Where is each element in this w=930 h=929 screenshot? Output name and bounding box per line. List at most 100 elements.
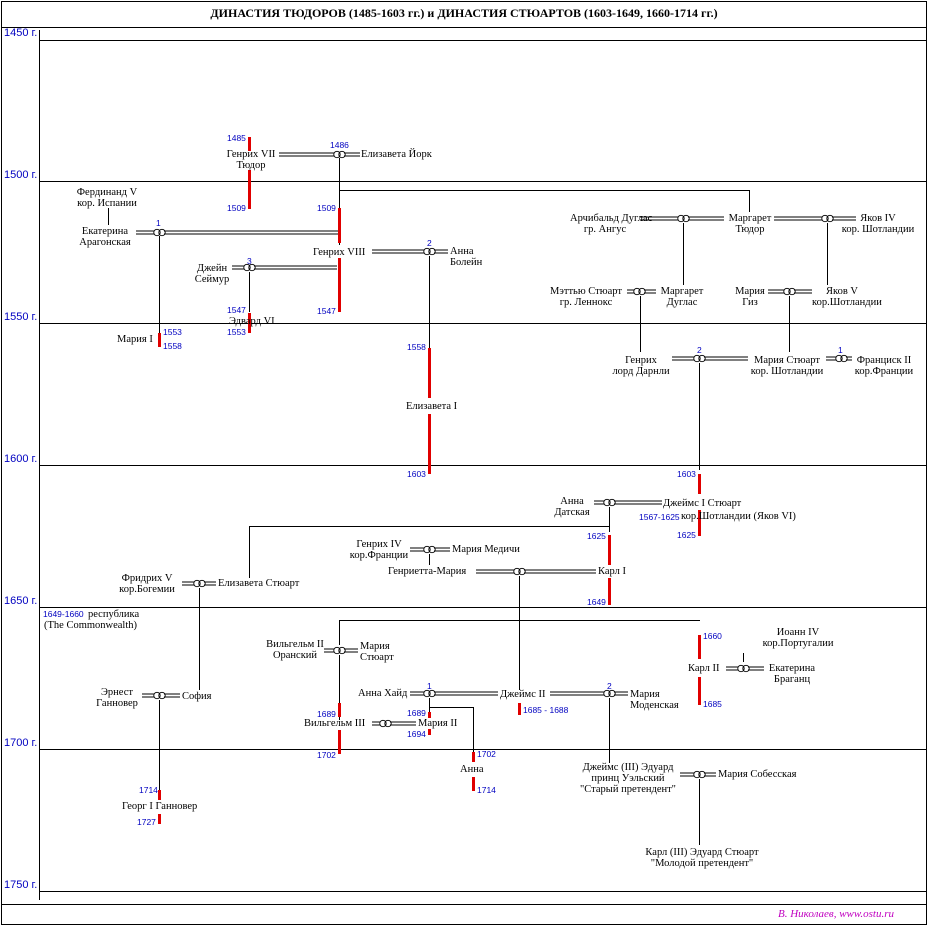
reign-bar [472, 752, 475, 762]
reign-bar [248, 137, 251, 151]
reign-bar [428, 348, 431, 398]
person-maria-sobieska[interactable]: Мария Собесская [718, 769, 797, 780]
person-henrietta-maria[interactable]: Генриетта-Мария [388, 566, 467, 577]
person-mary-ii[interactable]: Мария II [418, 718, 458, 729]
reign-bar [158, 333, 161, 347]
date-label: 1509 [317, 203, 336, 213]
reign-bar [698, 677, 701, 705]
person-william-iii[interactable]: Вильгельм III [304, 718, 366, 729]
person-anne-hyde[interactable]: Анна Хайд [358, 688, 408, 699]
reign-bar [608, 578, 611, 605]
person-anne[interactable]: Анна [460, 764, 484, 775]
reign-bar [248, 313, 251, 333]
person-james-ii[interactable]: Джеймс II [500, 689, 546, 700]
republic-subtitle: (The Commonwealth) [44, 620, 138, 631]
reign-bar [608, 535, 611, 565]
reign-bar [428, 729, 431, 735]
person-elizabeth-i[interactable]: Елизавета I [406, 401, 458, 412]
reign-bar [338, 258, 341, 312]
reign-bar [428, 414, 431, 474]
date-label: 1727 [137, 817, 156, 827]
marriage-number: 1 [156, 218, 161, 228]
marriage-number: 3 [247, 256, 252, 266]
marriage-number: 1 [427, 681, 432, 691]
date-label: 1694 [407, 729, 426, 739]
person-george-i[interactable]: Георг I Ганновер [122, 801, 198, 812]
footer-divider [1, 904, 927, 905]
marriage-number: 1 [838, 345, 843, 355]
date-label: 1558 [163, 341, 182, 351]
reign-bar [518, 703, 521, 715]
date-label: 1689 [317, 709, 336, 719]
person-edward-vi[interactable]: Эдвард VI [229, 316, 275, 327]
date-label: 1553 [227, 327, 246, 337]
reign-bar [428, 712, 431, 718]
date-label: 1558 [407, 342, 426, 352]
page-title: ДИНАСТИЯ ТЮДОРОВ (1485-1603 гг.) и ДИНАС… [1, 1, 927, 28]
year-label-1750: 1750 г. [4, 879, 38, 891]
person-marie-medici[interactable]: Мария Медичи [452, 544, 520, 555]
republic-label: республика [88, 609, 140, 620]
person-charles-i[interactable]: Карл I [598, 566, 626, 577]
date-label: 1649-1660 [43, 609, 84, 619]
person-elizabeth-york[interactable]: Елизавета Йорк [361, 149, 432, 160]
marriage-number: 2 [607, 681, 612, 691]
person-mary-i[interactable]: Мария I [117, 334, 153, 345]
date-label: 1660 [703, 631, 722, 641]
reign-bar [698, 635, 701, 659]
date-label: 1509 [227, 203, 246, 213]
reign-bar [472, 777, 475, 791]
person-charles-iii[interactable]: Карл (III) Эдуард Стюарт"Молодой претенд… [645, 847, 759, 869]
year-label-1500: 1500 г. [4, 169, 38, 181]
date-label: 1547 [227, 305, 246, 315]
date-label: 1702 [317, 750, 336, 760]
date-label: 1567-1625 [639, 512, 680, 522]
person-henry-viii[interactable]: Генрих VIII [313, 247, 366, 258]
reign-bar [158, 814, 161, 824]
reign-bar [248, 170, 251, 209]
date-label: 1486 [330, 140, 349, 150]
date-label: 1625 [587, 531, 606, 541]
date-label: 1603 [677, 469, 696, 479]
year-label-1450: 1450 г. [4, 27, 38, 39]
date-label: 1603 [407, 469, 426, 479]
person-sophia[interactable]: София [182, 691, 212, 702]
date-label: 1547 [317, 306, 336, 316]
author-credit[interactable]: В. Николаев, www.ostu.ru [777, 908, 894, 920]
reign-bar [338, 730, 341, 754]
date-label: 1685 [703, 699, 722, 709]
marriage-number: 2 [697, 345, 702, 355]
person-charles-ii[interactable]: Карл II [688, 663, 720, 674]
reign-bar [338, 208, 341, 243]
person-elizabeth-stuart[interactable]: Елизавета Стюарт [218, 578, 300, 589]
date-label: 1714 [477, 785, 496, 795]
person-james-i[interactable]: Джеймс I Стюарт [663, 498, 742, 509]
